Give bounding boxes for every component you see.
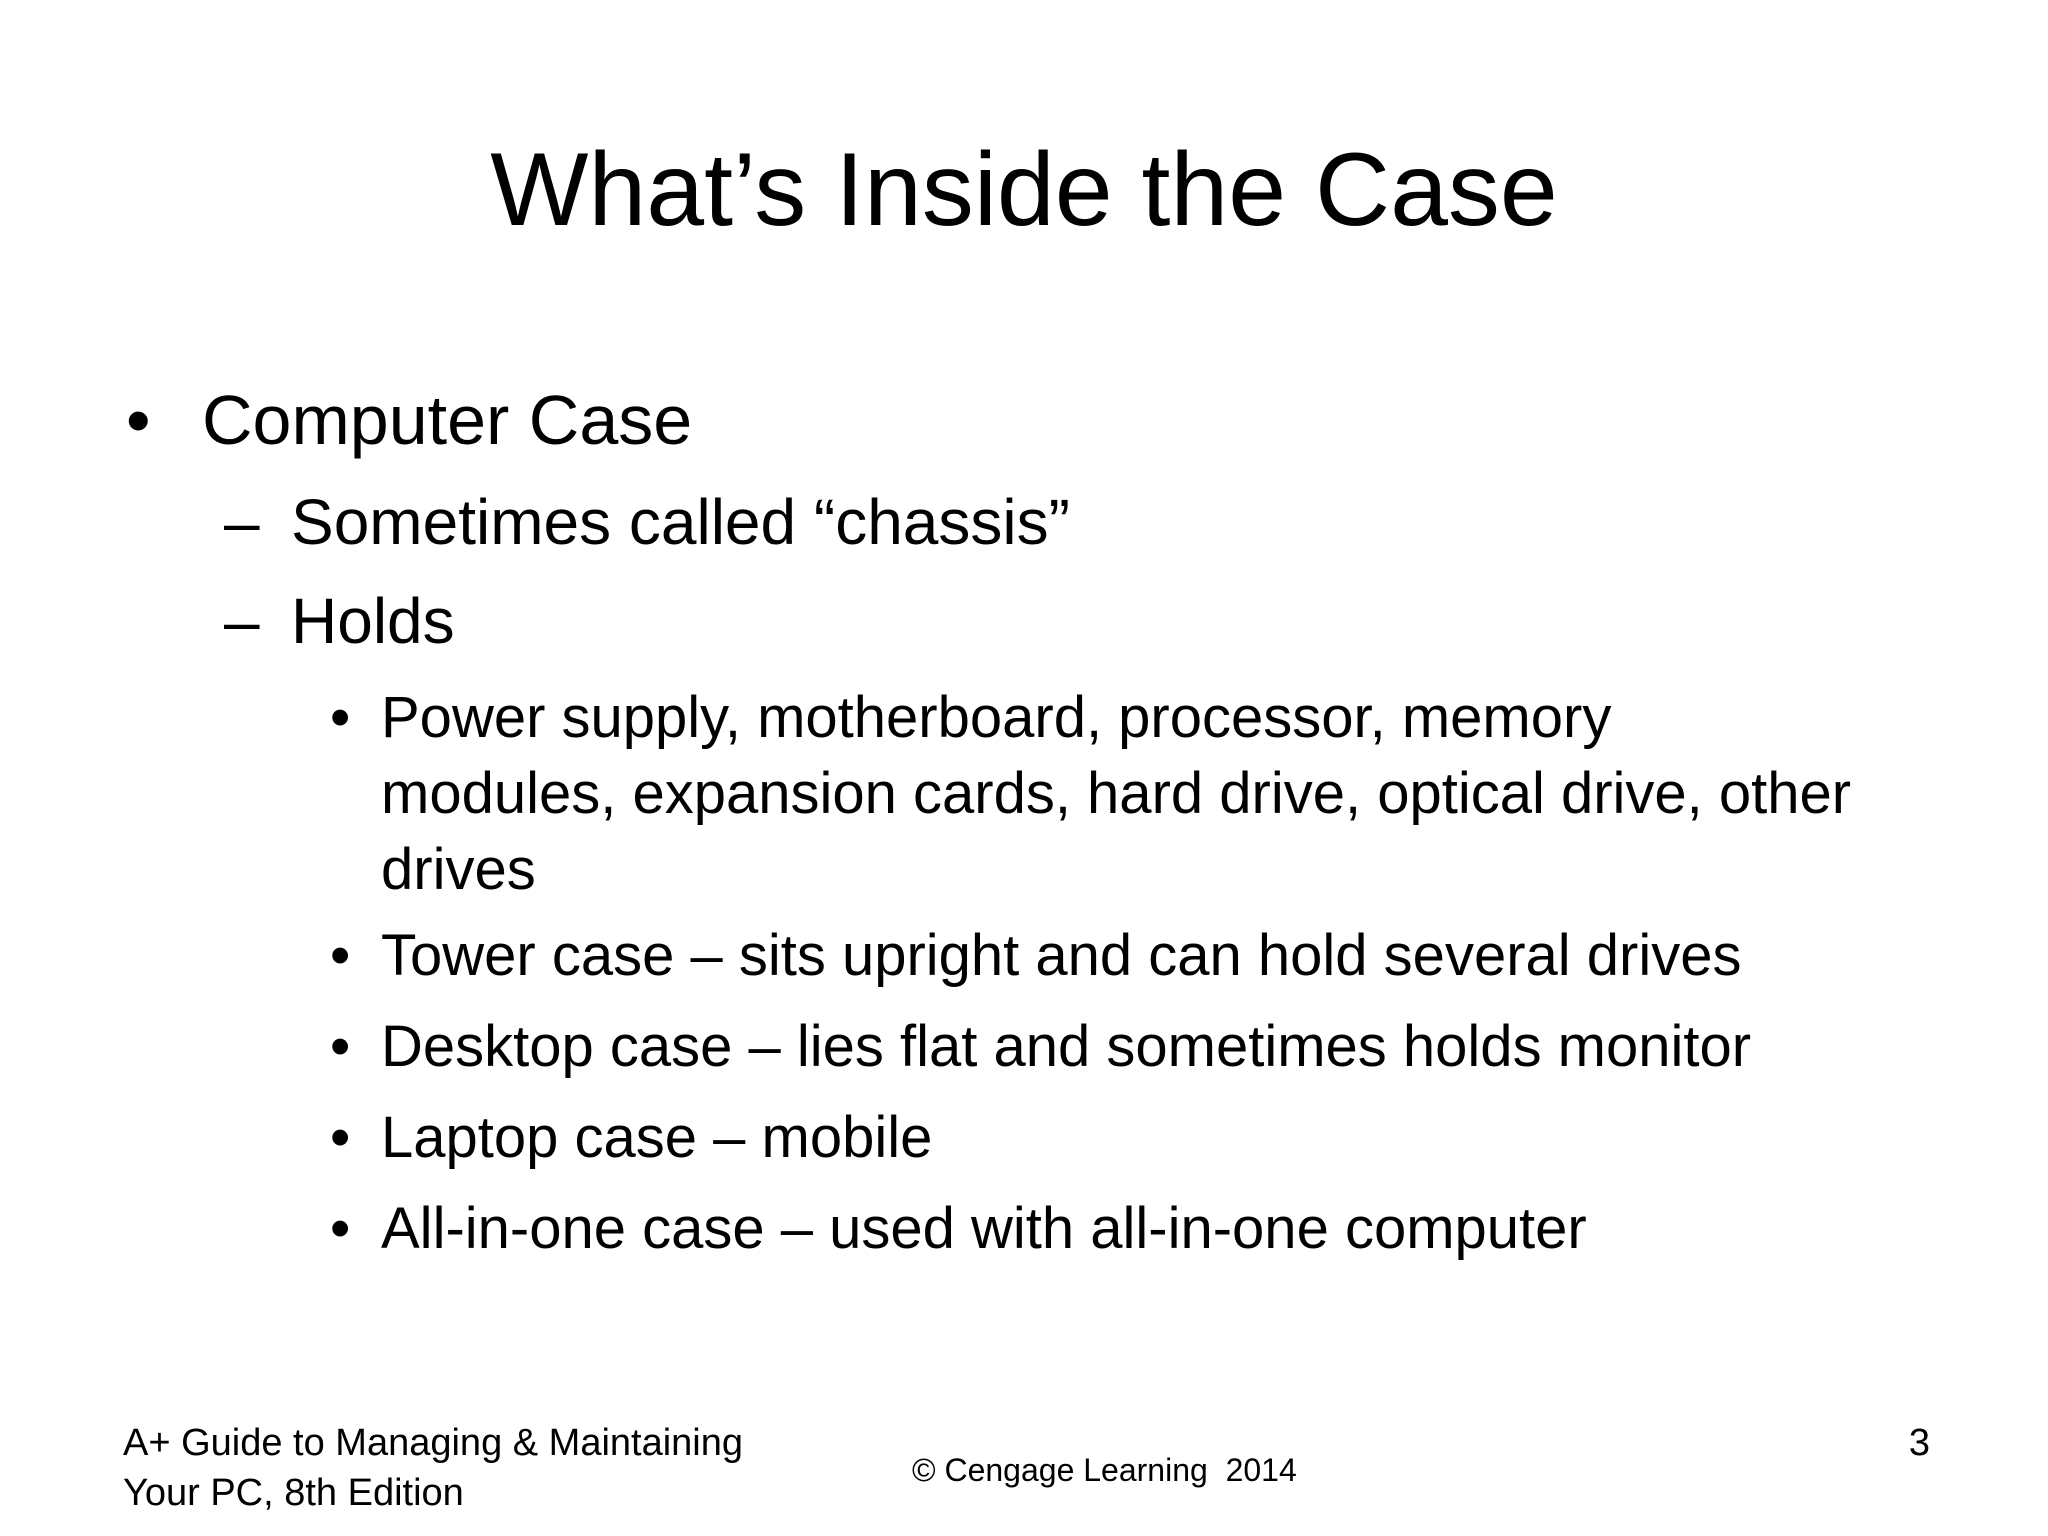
slide-title: What’s Inside the Case (490, 132, 1558, 248)
bullet-text: Sometimes called “chassis” (291, 486, 1070, 558)
bullet-text: All-in-one case – used with all-in-one c… (381, 1196, 1587, 1261)
dash-marker: – (224, 585, 260, 657)
footer-book-title-line1: A+ Guide to Managing & Maintaining (123, 1422, 744, 1464)
bullet-marker: • (330, 923, 351, 988)
bullet-text: Desktop case – lies flat and sometimes h… (381, 1014, 1752, 1079)
bullet-list: • Computer Case – Sometimes called “chas… (126, 381, 1852, 1261)
bullet-marker: • (330, 1014, 351, 1079)
footer-page-number: 3 (1908, 1422, 1930, 1464)
bullet-marker: • (330, 685, 351, 750)
bullet-text: Computer Case (202, 381, 693, 459)
bullet-marker: • (330, 1105, 351, 1170)
bullet-text: Power supply, motherboard, processor, me… (381, 685, 1852, 902)
bullet-text: Laptop case – mobile (381, 1105, 933, 1170)
footer-book-title-line2: Your PC, 8th Edition (123, 1472, 464, 1514)
bullet-text: Holds (291, 585, 455, 657)
bullet-marker: • (330, 1196, 351, 1261)
bullet-marker: • (126, 381, 151, 459)
bullet-text: Tower case – sits upright and can hold s… (381, 923, 1742, 988)
footer-book-title: A+ Guide to Managing & Maintaining Your … (123, 1418, 743, 1518)
footer-copyright: © Cengage Learning 2014 (912, 1452, 1297, 1488)
dash-marker: – (224, 486, 260, 558)
